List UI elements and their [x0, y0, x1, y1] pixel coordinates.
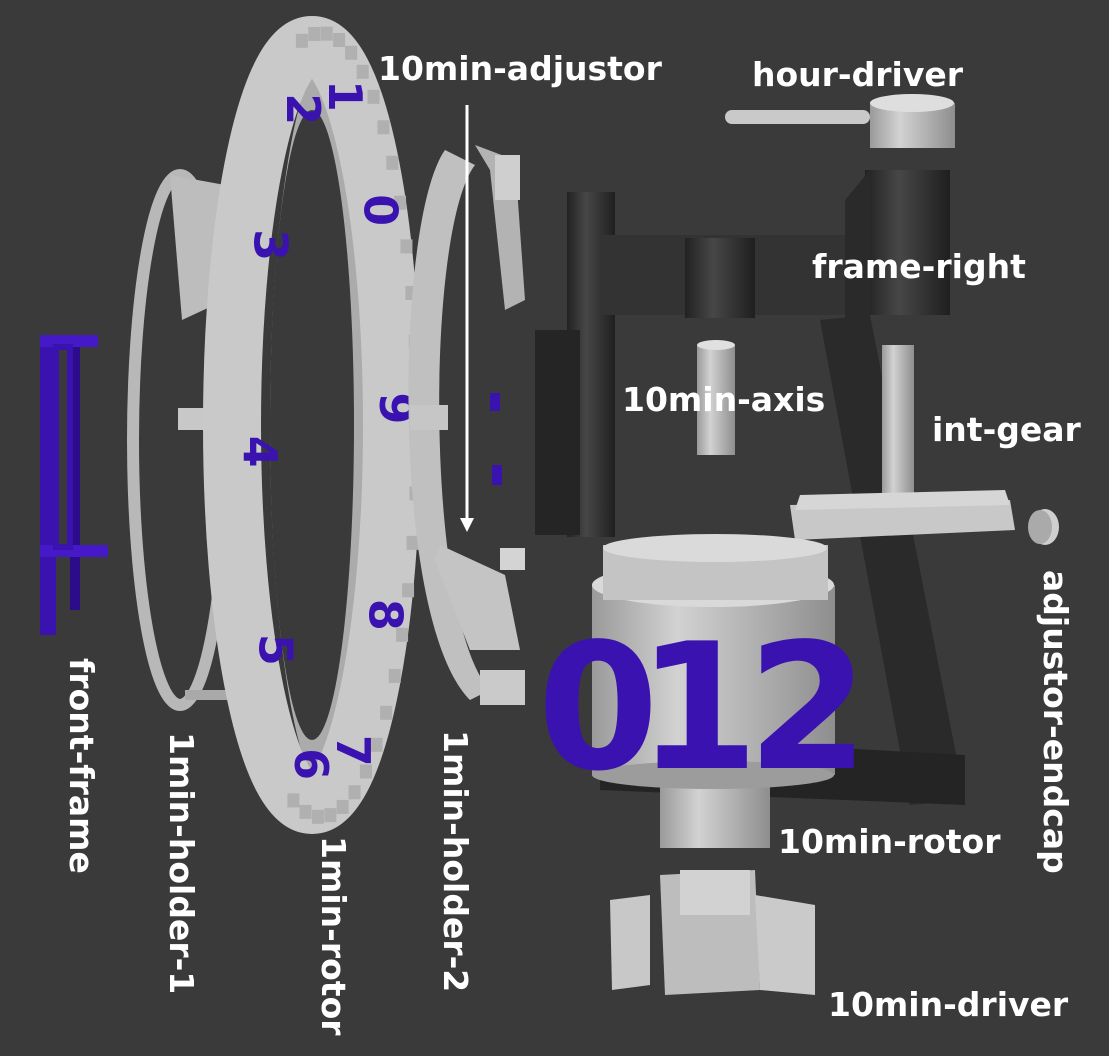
ten-min-axis-part	[697, 340, 735, 455]
gear-tooth	[359, 764, 372, 779]
gear-tooth	[377, 120, 390, 135]
label-1min-holder-2: 1min-holder-2	[436, 730, 475, 993]
gear-tooth	[336, 799, 349, 814]
one-min-holder-2-part	[408, 145, 525, 705]
label-hour-driver: hour-driver	[752, 55, 964, 94]
gear-tooth	[311, 809, 324, 824]
ten-min-rotor-digits: 012	[537, 607, 869, 810]
ring-digit: 8	[358, 599, 412, 631]
gear-tooth	[406, 535, 419, 550]
gear-tooth	[356, 64, 369, 79]
int-gear-part	[790, 345, 1015, 540]
ring-digit: 2	[276, 93, 330, 125]
ring-digit: 0	[353, 194, 407, 226]
ten-min-rotor-part	[592, 534, 835, 848]
gear-tooth	[308, 26, 321, 41]
gear-tooth	[388, 668, 401, 683]
ring-digit: 6	[284, 748, 338, 780]
gear-tooth	[348, 785, 361, 800]
label-front-frame: front-frame	[62, 658, 101, 874]
drum-digit: 0	[537, 607, 659, 810]
gear-tooth	[345, 45, 358, 60]
label-10min-driver: 10min-driver	[828, 985, 1069, 1024]
gear-tooth	[295, 33, 308, 48]
label-1min-holder-1: 1min-holder-1	[162, 732, 201, 995]
gear-tooth	[287, 793, 300, 808]
label-10min-axis: 10min-axis	[622, 380, 826, 419]
ring-digit: 4	[233, 436, 287, 468]
drum-digit: 2	[747, 607, 869, 810]
gear-tooth	[320, 26, 333, 41]
gear-tooth	[370, 737, 383, 752]
gear-tooth	[367, 89, 380, 104]
gear-tooth	[394, 195, 407, 210]
label-frame-right: frame-right	[812, 247, 1026, 286]
adjustor-endcap-part	[1028, 509, 1059, 545]
label-adjustor-endcap: adjustor-endcap	[1036, 570, 1075, 874]
drum-digit: 1	[637, 607, 759, 810]
label-1min-rotor: 1min-rotor	[314, 836, 353, 1036]
hour-driver-part	[725, 94, 955, 148]
ten-min-driver-part	[610, 870, 815, 995]
gear-tooth	[396, 627, 409, 642]
ring-digit: 5	[249, 634, 303, 666]
ring-digit: 3	[244, 229, 298, 261]
ring-digit: 1	[318, 80, 372, 112]
gear-tooth	[402, 583, 415, 598]
gear-tooth	[386, 155, 399, 170]
gear-tooth	[333, 33, 346, 48]
ring-digit: 7	[326, 735, 380, 767]
gear-tooth	[380, 705, 393, 720]
label-10min-rotor: 10min-rotor	[778, 822, 1001, 861]
gear-tooth	[299, 804, 312, 819]
label-int-gear: int-gear	[932, 410, 1081, 449]
label-10min-adjustor: 10min-adjustor	[378, 49, 662, 88]
purple-pins	[490, 393, 502, 485]
front-frame-part	[40, 335, 108, 635]
gear-tooth	[324, 808, 337, 823]
gear-tooth	[400, 239, 413, 254]
one-min-rotor-part	[203, 16, 423, 834]
ten-min-adjustor-part	[435, 105, 525, 650]
